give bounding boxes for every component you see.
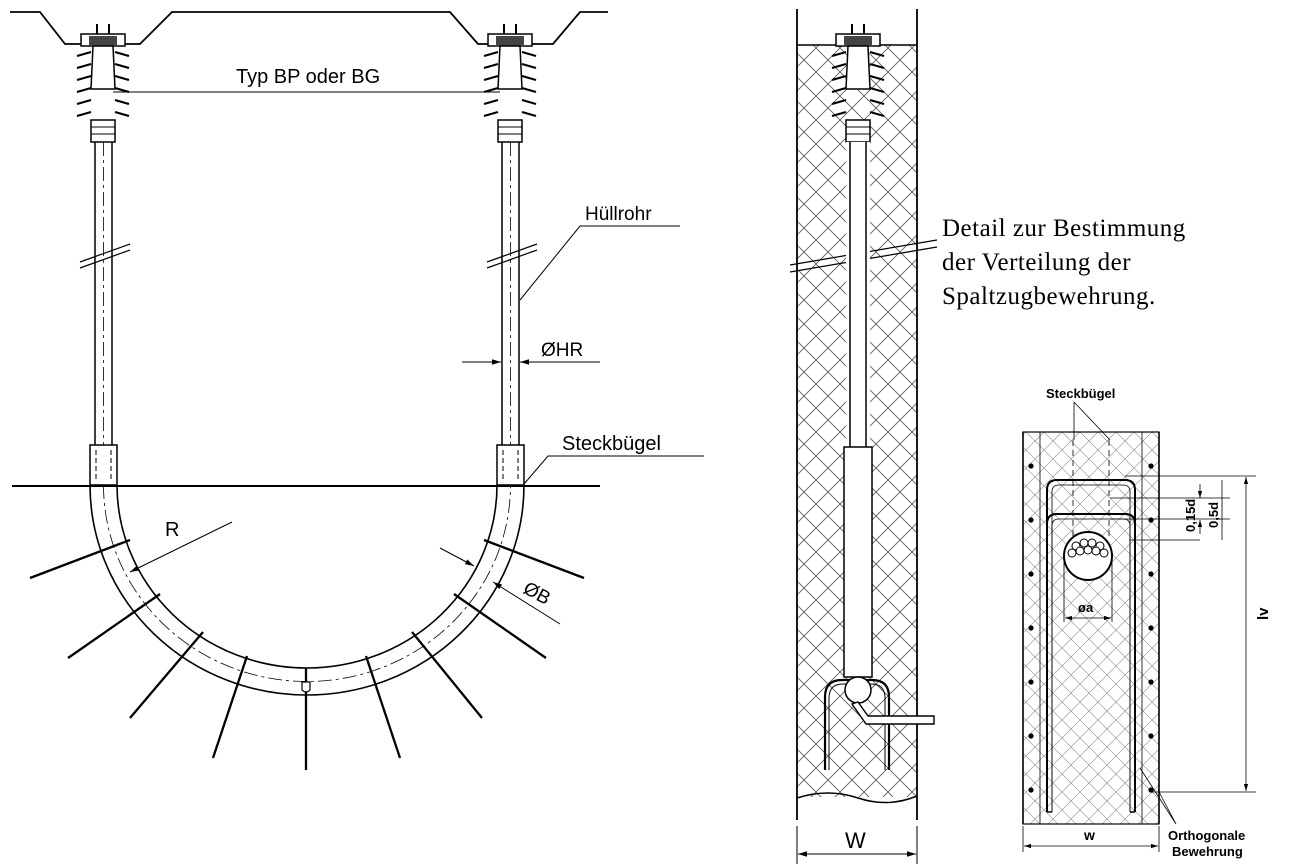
- reinforcement-detail: 0,15d 0,5d lv øa Steckbügel Orthogonale …: [1022, 386, 1272, 859]
- break-mark-right: [486, 243, 538, 269]
- dim-05d-label: 0,5d: [1206, 502, 1221, 528]
- detail-w-label: w: [1083, 827, 1095, 843]
- db-label: ØB: [520, 578, 554, 609]
- radial-stirrups: [29, 538, 585, 770]
- section-bend-out: [850, 701, 935, 725]
- detail-note: Detail zur Bestimmung der Verteilung der…: [942, 215, 1186, 310]
- dhr-label: ØHR: [541, 340, 583, 361]
- detail-strands: [1067, 538, 1109, 558]
- duct-left: [94, 142, 113, 445]
- duct-right: [501, 142, 520, 445]
- dim-015d-label: 0,15d: [1183, 499, 1198, 532]
- detail-steckbuegel-outer: [1046, 479, 1136, 812]
- steckbuegel-label: Steckbügel: [562, 433, 661, 455]
- section-w-label: W: [845, 828, 866, 853]
- svg-text:Detail zur Bestimmung: Detail zur Bestimmung: [942, 215, 1186, 242]
- lv-label: lv: [1255, 607, 1272, 620]
- detail-steckbuegel-label: Steckbügel: [1046, 386, 1115, 401]
- wall-section-view: W: [789, 9, 938, 864]
- orthogonal-rebar-dots: [1028, 463, 1154, 793]
- svg-text:der Verteilung der: der Verteilung der: [942, 249, 1131, 276]
- top-surface: [10, 11, 608, 45]
- tendon-elevation-view: Typ BP oder BG Hüllrohr ØHR Steckbügel R…: [10, 11, 704, 770]
- svg-text:Spaltzugbewehrung.: Spaltzugbewehrung.: [942, 283, 1156, 310]
- r-label: R: [165, 519, 179, 541]
- coupler-left: [89, 444, 118, 486]
- ortho-line2: Bewehrung: [1172, 844, 1243, 859]
- ortho-line1: Orthogonale: [1168, 828, 1245, 843]
- phi-a-label: øa: [1078, 600, 1094, 615]
- section-break-bottom: [796, 792, 918, 804]
- anchor-right: [482, 22, 538, 144]
- u-bend: [89, 484, 525, 696]
- detail-steckbuegel-inner: [1046, 513, 1136, 812]
- huellrohr-label: Hüllrohr: [585, 204, 652, 225]
- coupler-right: [496, 444, 525, 486]
- typ-label: Typ BP oder BG: [236, 66, 380, 88]
- anchor-left: [75, 22, 131, 144]
- break-mark-left: [79, 243, 131, 269]
